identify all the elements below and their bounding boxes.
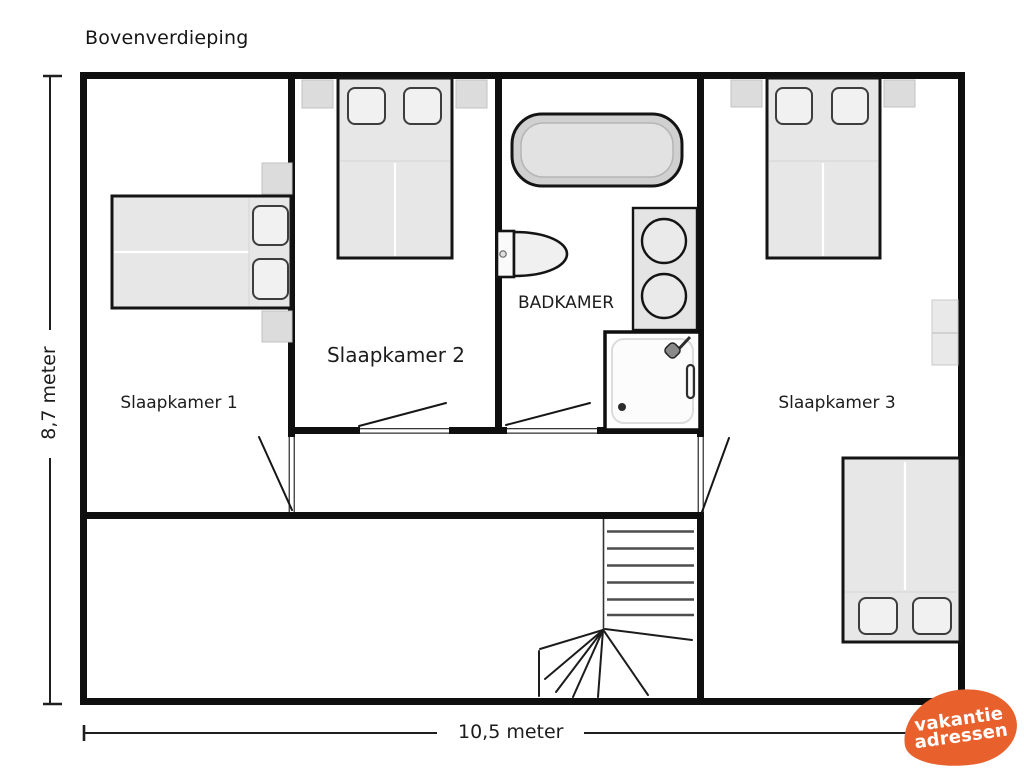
page-title: Bovenverdieping [85,27,249,49]
toilet-flush-button [499,250,507,258]
jamb-badkamer [507,428,597,430]
stair-winder [597,629,604,698]
sink-basin [640,217,688,265]
room-label-badkamer: BADKAMER [517,293,615,313]
jamb-badkamer [507,432,597,434]
room-label-slaapkamer-1: Slaapkamer 1 [120,393,238,413]
door-swing-sk2 [358,402,447,427]
wall-outer-right [958,72,965,705]
nightstand [730,79,763,108]
stair-winder [555,629,604,693]
shower-tray [611,338,694,424]
pillow [831,87,869,125]
door-swing-badkamer [505,402,591,426]
room-label-slaapkamer-3: Slaapkamer 3 [778,393,896,413]
wall-sk3-stairs-lower [697,512,704,705]
nightstand [883,79,916,108]
door-swing-sk1 [258,436,293,511]
pillow [252,258,289,300]
room-label-slaapkamer-2: Slaapkamer 2 [326,343,466,367]
bathtub [510,112,684,188]
pillow [347,87,386,125]
stair-winder [544,629,604,680]
staircase [538,519,694,698]
toilet [495,229,569,279]
shower-drain [618,403,626,411]
wall-sk2-bath-bottom-mid [449,427,507,434]
double-bed-slaapkamer-3-top [730,76,916,260]
wall-hallway-bottom [80,512,704,519]
pillow [775,87,813,125]
pillow [858,597,898,635]
pillow [403,87,442,125]
stair-winder [603,630,649,696]
shower [603,330,702,432]
shower-grab-bar [685,363,696,400]
double-bed-slaapkamer-3-bottom [841,456,962,644]
jamb-sk3 [702,437,704,512]
double-sink-vanity [631,206,699,332]
pillow [252,205,289,246]
nightstand [261,162,293,195]
shower-head-icon [664,342,681,359]
dimension-width-label: 10,5 meter [452,721,570,743]
double-bed-slaapkamer-2 [301,76,488,260]
dimension-height-label: 8,7 meter [38,332,60,454]
stair-winder [539,629,604,650]
door-swings [258,402,730,513]
jamb-sk3 [697,437,699,512]
door-openings [288,428,704,512]
stair-winder [572,629,604,698]
jamb-sk1 [293,437,295,512]
door-swing-sk3 [701,437,730,513]
pillow [912,597,952,635]
jamb-sk2 [360,428,449,430]
wall-badkamer-sk3-upper [697,72,704,437]
dimension-lines [43,74,960,741]
jamb-sk2 [360,432,449,434]
stair-winder [604,628,693,641]
nightstand [301,79,334,109]
wall-outer-top [80,72,965,79]
radiator-slaapkamer-3 [931,299,959,366]
wall-outer-bottom [80,698,965,705]
wall-outer-left [80,72,87,705]
wall-sk2-bottom-left [288,427,360,434]
double-bed-slaapkamer-1 [110,162,293,343]
sink-basin [640,272,688,320]
toilet-bowl [512,230,569,278]
nightstand [261,310,293,343]
bathtub-basin [520,122,674,178]
nightstand [455,79,488,109]
jamb-sk1 [288,437,290,512]
